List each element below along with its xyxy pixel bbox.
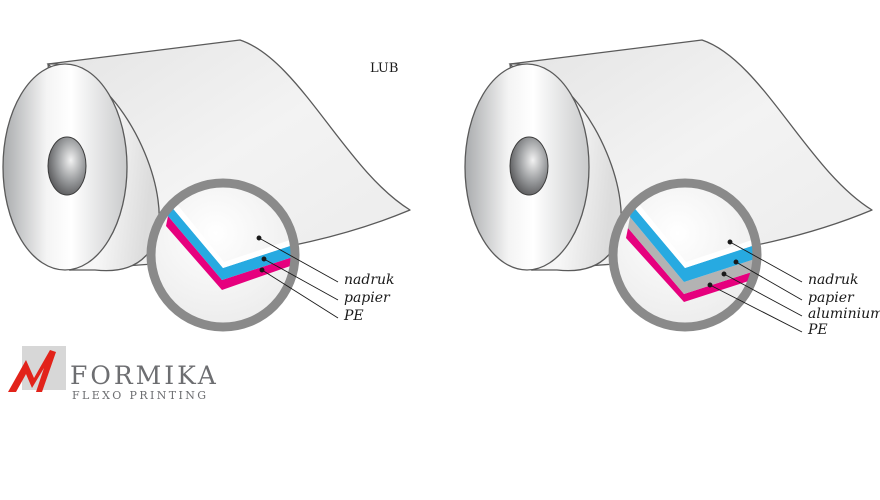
label-left-papier: papier xyxy=(344,290,391,306)
label-right-pe: PE xyxy=(807,322,828,338)
label-right-nadruk: nadruk xyxy=(808,272,859,288)
label-left-pe: PE xyxy=(343,308,364,324)
layer-right-pe xyxy=(626,228,758,302)
leaders-right xyxy=(707,239,803,333)
label-right-aluminium: aluminium xyxy=(808,306,880,322)
formika-logo: FORMIKA FLEXO PRINTING xyxy=(8,346,219,402)
roll-right: nadruk papier aluminium PE xyxy=(464,39,880,338)
layer-left-nadruk-surface xyxy=(170,198,296,268)
or-label: LUB xyxy=(370,61,398,76)
logo-name: FORMIKA xyxy=(70,361,219,390)
magnifier-left-ring xyxy=(146,178,300,332)
label-left-nadruk: nadruk xyxy=(344,272,395,288)
formika-logo-mark xyxy=(8,346,66,392)
layer-right-papier xyxy=(630,205,758,282)
label-right-papier: papier xyxy=(808,290,855,306)
layer-right-nadruk-surface xyxy=(632,198,758,268)
logo-tagline: FLEXO PRINTING xyxy=(72,389,208,402)
magnifier-right-ring xyxy=(608,178,762,332)
leaders-left xyxy=(256,235,339,319)
roll-left: nadruk papier PE xyxy=(2,39,411,332)
